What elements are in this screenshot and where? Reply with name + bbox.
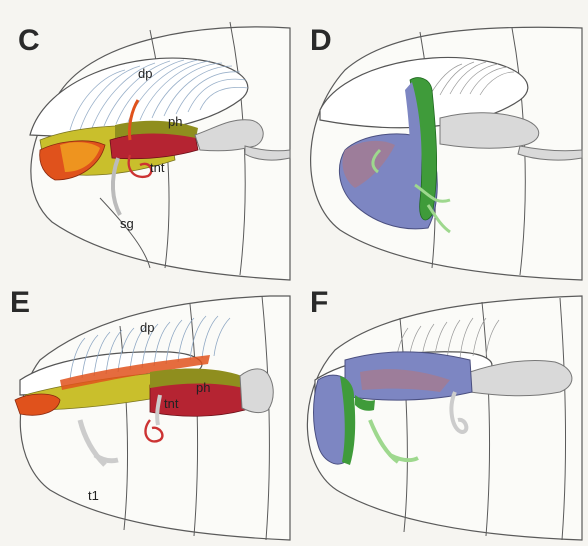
label-tnt-e: tnt (164, 396, 179, 411)
label-ph-e: ph (196, 380, 210, 395)
label-dp: dp (138, 66, 152, 81)
label-sg: sg (120, 216, 134, 231)
label-tnt: tnt (150, 160, 165, 175)
label-ph: ph (168, 114, 182, 129)
panel-letter-e: E (10, 286, 30, 319)
panel-letter-d: D (310, 24, 332, 57)
panel-letter-c: C (18, 24, 40, 57)
label-dp-e: dp (140, 320, 154, 335)
label-t1: t1 (88, 488, 99, 503)
panel-letter-f: F (310, 286, 328, 319)
